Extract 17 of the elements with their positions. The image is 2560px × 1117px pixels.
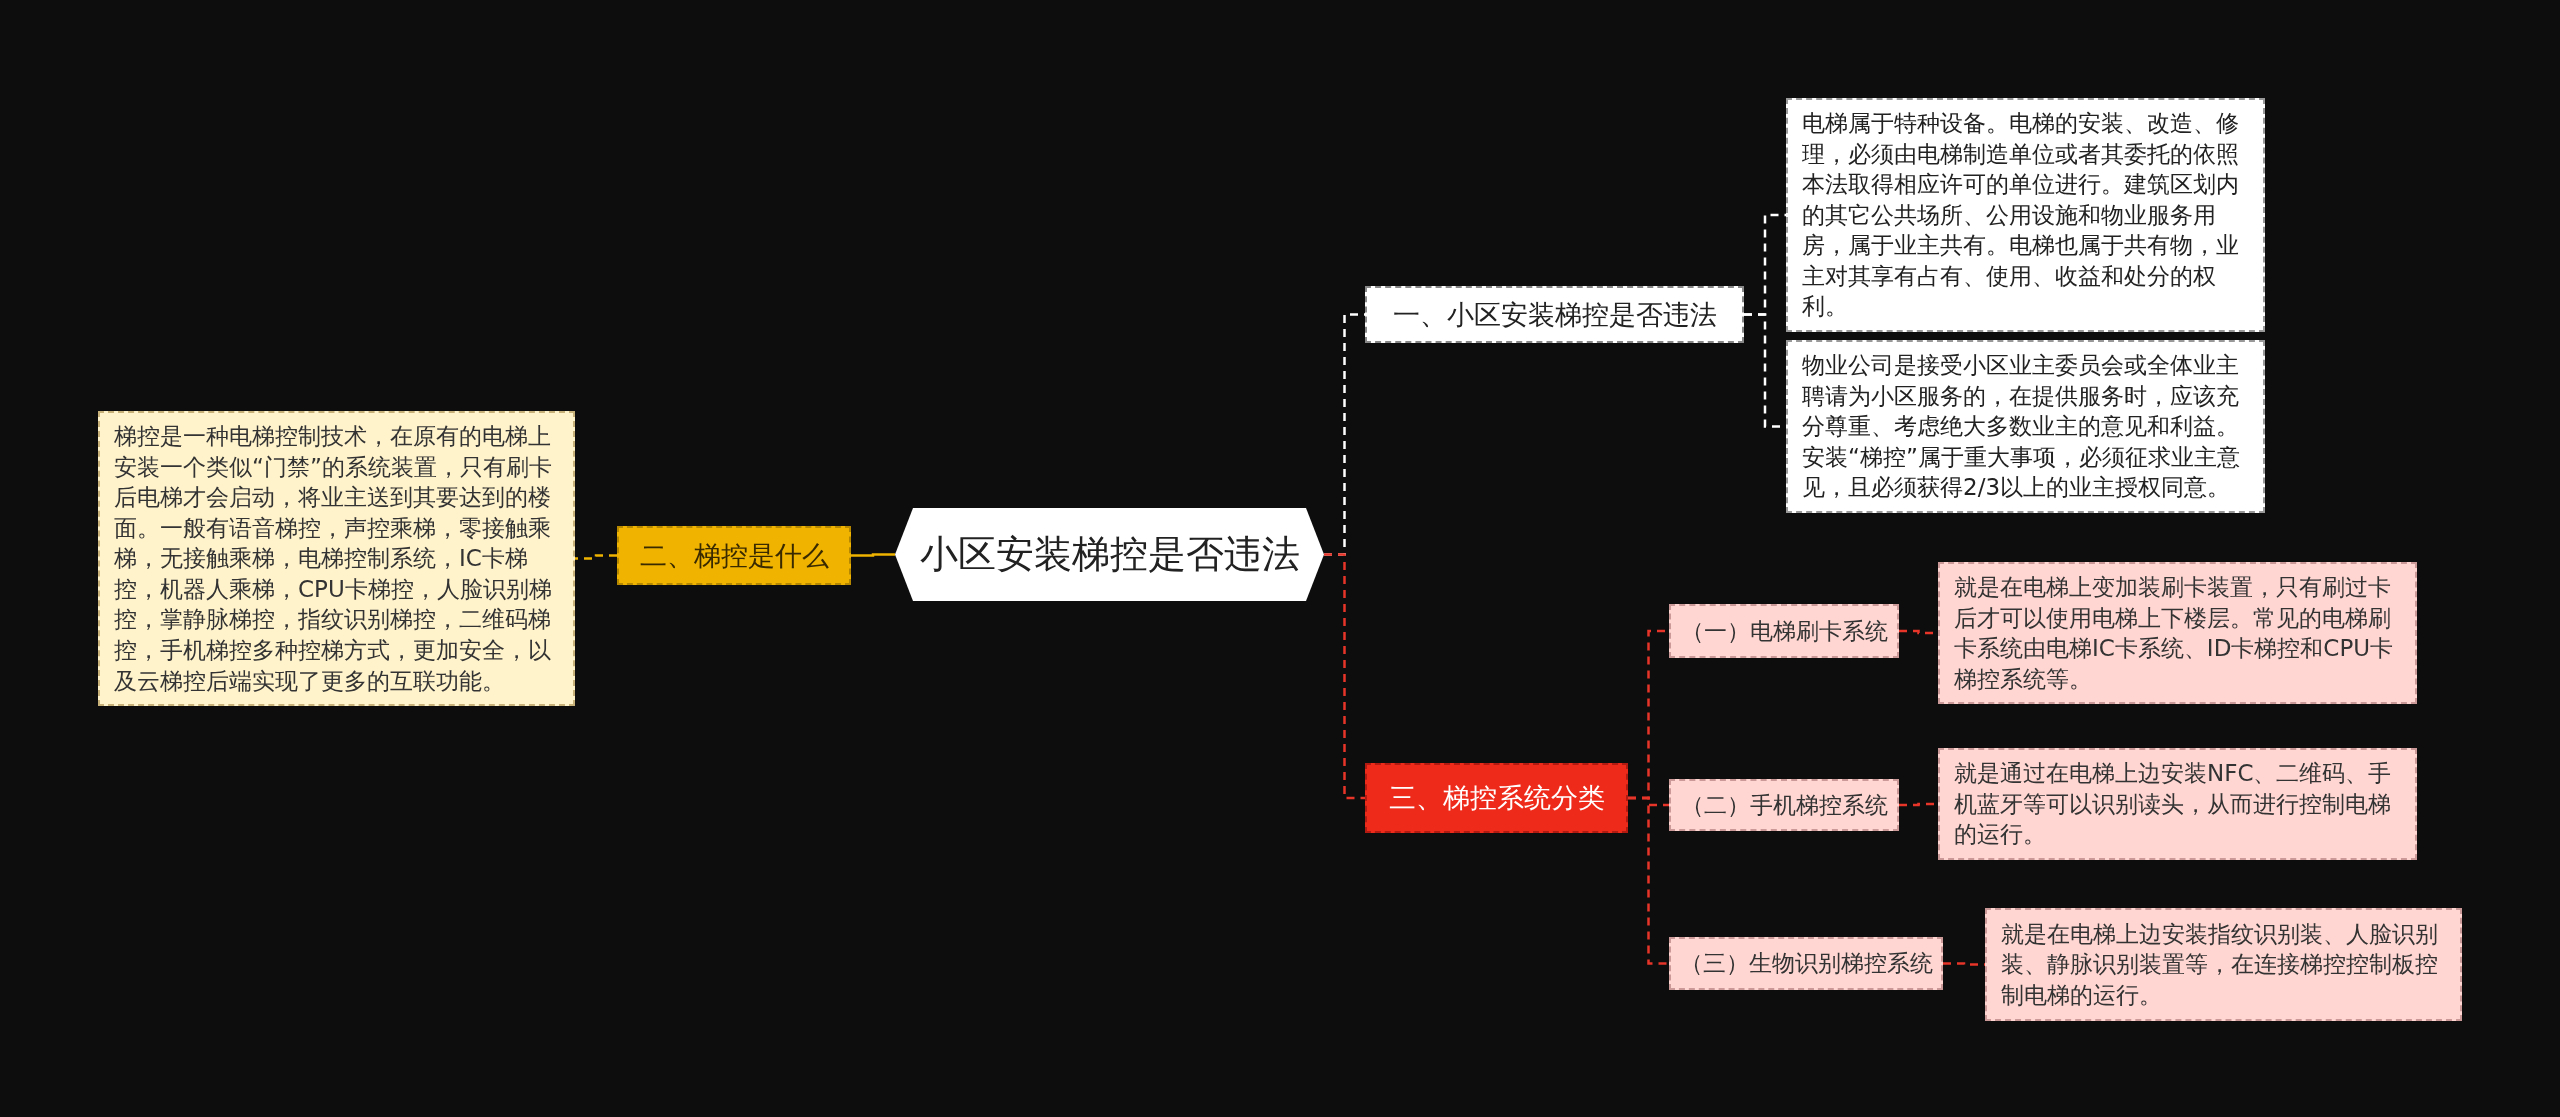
connector-line xyxy=(1628,796,1669,965)
topic-box: 二、梯控是什么 xyxy=(617,526,851,585)
text-box: 物业公司是接受小区业主委员会或全体业主聘请为小区服务的，在提供服务时，应该充分尊重、考虑绝大多数业主的意见和利益。安装“梯控”属于重大事项，必须征求业主意见，且必须获得2/3以上的业主授权同意。 xyxy=(1786,340,2265,513)
text-box: 梯控是一种电梯控制技术，在原有的电梯上安装一个类似“门禁”的系统装置，只有刷卡后电梯才会启动，将业主送到其要达到的楼面。一般有语音梯控，声控乘梯，零接触乘梯，无接触乘梯，电梯控制系统，IC卡梯控，机器人乘梯，CPU卡梯控，人脸识别梯控，掌静脉梯控，指纹识别梯控，二维码梯控，手机梯控多种控梯方式，更加安全，以及云梯控后端实现了更多的互联功能。 xyxy=(98,411,575,707)
connector-line xyxy=(1324,553,1365,800)
connector-line xyxy=(575,554,617,560)
subtopic-box: （一）电梯刷卡系统 xyxy=(1669,604,1899,658)
topic-box: 三、梯控系统分类 xyxy=(1365,763,1628,833)
subtopic-box: （三）生物识别梯控系统 xyxy=(1669,937,1943,990)
topic-box: 一、小区安装梯控是否违法 xyxy=(1365,286,1744,343)
text-box: 就是通过在电梯上边安装NFC、二维码、手机蓝牙等可以识别读头，从而进行控制电梯的运行。 xyxy=(1938,748,2417,860)
central-topic: 小区安装梯控是否违法 xyxy=(895,508,1324,601)
text-box: 电梯属于特种设备。电梯的安装、改造、修理，必须由电梯制造单位或者其委托的依照本法取得相应许可的单位进行。建筑区划内的其它公共场所、公用设施和物业服务用房，属于业主共有。电梯也属于共有物，业主对其享有占有、使用、收益和处分的权利。 xyxy=(1786,98,2265,333)
text-box: 就是在电梯上边安装指纹识别装、人脸识别装、静脉识别装置等，在连接梯控控制板控制电梯的运行。 xyxy=(1985,908,2462,1021)
connector-line xyxy=(851,553,895,557)
subtopic-box: （二）手机梯控系统 xyxy=(1669,779,1899,831)
text-box: 就是在电梯上变加装刷卡装置，只有刷过卡后才可以使用电梯上下楼层。常见的电梯刷卡系统由电梯IC卡系统、ID卡梯控和CPU卡梯控系统等。 xyxy=(1938,562,2417,705)
